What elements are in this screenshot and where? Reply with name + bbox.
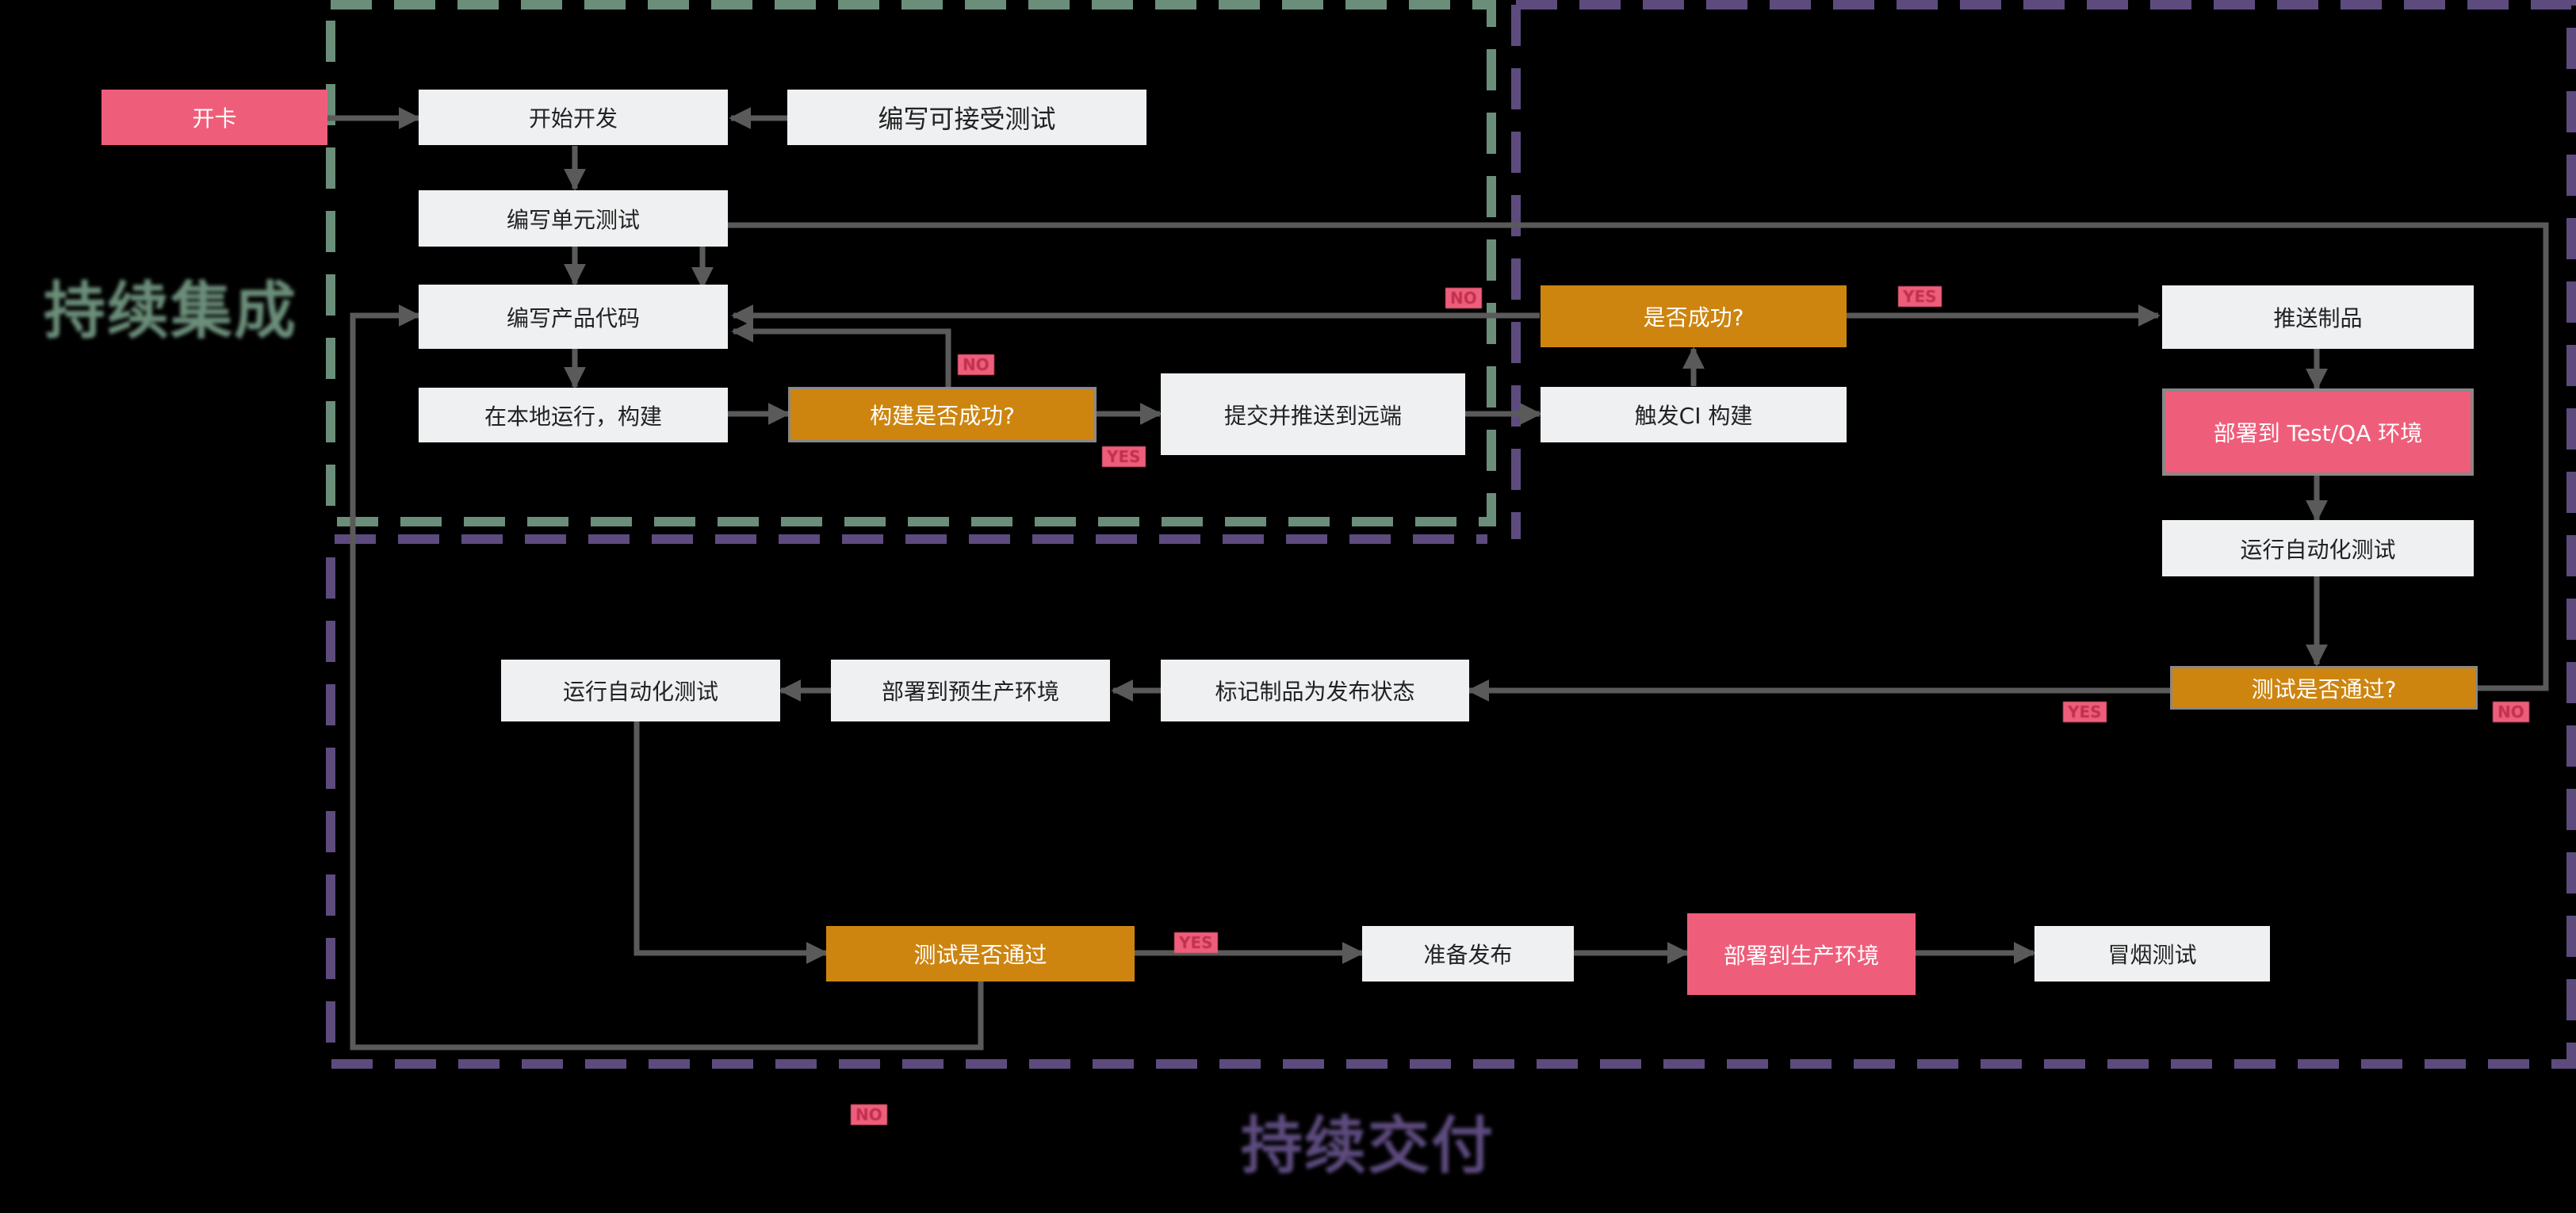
run-auto-tests-2-node[interactable]: 运行自动化测试 [501, 660, 780, 721]
no-label-ci: NO [1445, 288, 1482, 308]
write-product-code-node[interactable]: 编写产品代码 [419, 285, 728, 349]
write-acceptance-tests-node[interactable]: 编写可接受测试 [787, 90, 1146, 145]
build-success-decision[interactable]: 构建是否成功? [788, 387, 1097, 442]
smoke-test-node[interactable]: 冒烟测试 [2034, 926, 2270, 981]
yes-label-pass2: YES [1174, 932, 1218, 953]
deploy-preprod-node[interactable]: 部署到预生产环境 [831, 660, 1110, 721]
ci-section-title: 持续集成 [44, 276, 298, 347]
write-unit-tests-node[interactable]: 编写单元测试 [419, 190, 728, 247]
edge-pass2-no [350, 304, 984, 1050]
ci-frame [326, 0, 1496, 526]
cd-section-title: 持续交付 [1241, 1111, 1495, 1182]
start-dev-node[interactable]: 开始开发 [419, 90, 728, 145]
edge-build-no [731, 320, 951, 387]
open-card-node[interactable]: 开卡 [101, 90, 327, 145]
run-auto-tests-1-node[interactable]: 运行自动化测试 [2162, 520, 2474, 576]
push-artifact-node[interactable]: 推送制品 [2162, 285, 2474, 349]
yes-label-ci: YES [1898, 286, 1942, 307]
no-label-pass2: NO [851, 1104, 887, 1125]
prepare-release-node[interactable]: 准备发布 [1362, 926, 1574, 981]
no-label-build: NO [958, 354, 994, 375]
mark-release-node[interactable]: 标记制品为发布状态 [1161, 660, 1469, 721]
edge-run2-pass2 [633, 718, 829, 964]
local-run-build-node[interactable]: 在本地运行，构建 [419, 388, 728, 442]
trigger-ci-build-node[interactable]: 触发CI 构建 [1541, 387, 1847, 442]
is-success-decision[interactable]: 是否成功? [1541, 285, 1847, 347]
tests-passed-2-decision[interactable]: 测试是否通过 [826, 926, 1135, 981]
yes-label-build: YES [1102, 446, 1146, 467]
tests-passed-1-decision[interactable]: 测试是否通过? [2170, 666, 2478, 710]
cd-frame [326, 0, 2576, 1069]
no-label-pass1: NO [2493, 702, 2529, 722]
commit-push-remote-node[interactable]: 提交并推送到远端 [1161, 373, 1465, 455]
yes-label-pass1: YES [2063, 702, 2107, 722]
deploy-test-qa-node[interactable]: 部署到 Test/QA 环境 [2162, 388, 2474, 476]
deploy-prod-node[interactable]: 部署到生产环境 [1687, 913, 1916, 995]
